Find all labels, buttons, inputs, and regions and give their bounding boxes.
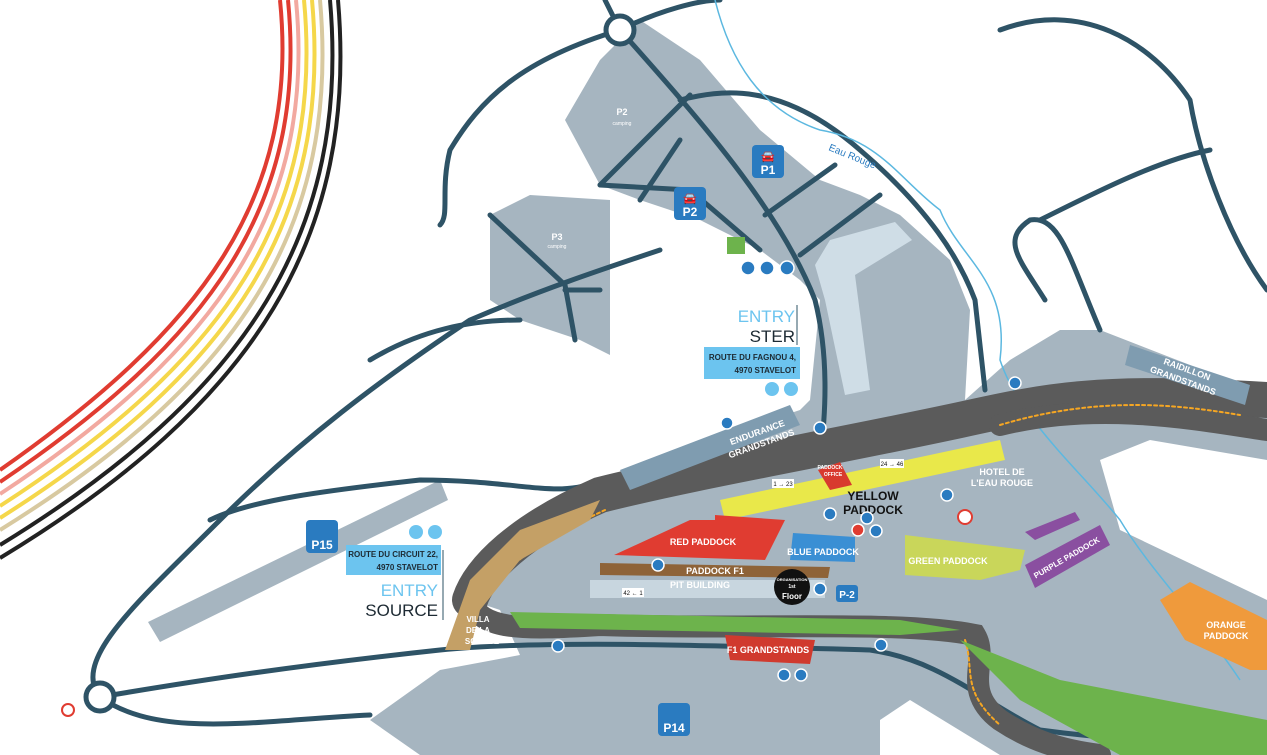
pit-building-area [590, 580, 825, 598]
svg-text:STER: STER [750, 327, 795, 346]
endurance-grandstands [620, 405, 800, 490]
svg-text:camping: camping [613, 121, 632, 127]
hotel-label-1: HOTEL DE [979, 467, 1024, 477]
organisation-label-3: Floor [782, 592, 802, 601]
red-paddock-label: RED PADDOCK [670, 537, 737, 547]
roads [90, 0, 1267, 748]
garages-42-1: 42 ← 1 [622, 588, 644, 597]
green-paddock-area [905, 535, 1025, 580]
svg-text:24 → 46: 24 → 46 [881, 462, 904, 468]
villa-label-3: SOURCE [465, 637, 500, 646]
svg-text:camping: camping [548, 244, 567, 250]
yellow-paddock-label-1: YELLOW [847, 489, 899, 503]
green-area [960, 640, 1267, 755]
blue-paddock-label: BLUE PADDOCK [787, 547, 859, 557]
fuel-station-icon [957, 509, 973, 525]
entry-source: ROUTE DU CIRCUIT 22, 4970 STAVELOT ENTRY… [346, 525, 444, 620]
parking-p14[interactable]: P14 [658, 703, 690, 736]
f1-grandstands-area [725, 635, 815, 664]
camping-p3[interactable]: P3 camping [548, 232, 567, 250]
roundabout-north [603, 13, 637, 47]
orange-paddock-area [1160, 582, 1267, 670]
svg-text:SOURCE: SOURCE [365, 601, 438, 620]
svg-text:ENTRY: ENTRY [738, 307, 795, 326]
parking-p2[interactable]: P2🚘 [674, 187, 706, 220]
green-paddock-label: GREEN PADDOCK [908, 556, 988, 566]
garages-1-23: 1 → 23 [772, 479, 794, 488]
svg-text:4970 STAVELOT: 4970 STAVELOT [735, 366, 797, 375]
fuel-logo-icon [61, 703, 75, 717]
eau-rouge-river [714, 0, 1241, 681]
entry-ster: ENTRY STER ROUTE DU FAGNOU 4, 4970 STAVE… [704, 305, 800, 396]
svg-text:4970 STAVELOT: 4970 STAVELOT [377, 563, 439, 572]
svg-text:1 → 23: 1 → 23 [773, 482, 793, 488]
green-strip [510, 612, 960, 635]
svg-text:🚘: 🚘 [761, 151, 775, 163]
parking-p1[interactable]: P1🚘 [752, 145, 784, 178]
garages-24-46: 24 → 46 [880, 459, 904, 468]
svg-text:🚘: 🚘 [683, 193, 697, 205]
svg-text:ENTRY: ENTRY [381, 581, 438, 600]
villa-label-1: VILLA [466, 615, 489, 624]
svg-text:P2: P2 [683, 205, 698, 219]
flag-stripes [0, 0, 343, 560]
svg-text:P3: P3 [551, 232, 562, 242]
organisation-label-2: 1st [788, 584, 796, 590]
paddock-f1-label: PADDOCK F1 [686, 566, 744, 576]
paddock-office-label-2: OFFICE [824, 472, 843, 478]
f1-grandstands-label: F1 GRANDSTANDS [727, 645, 809, 655]
parking-p15[interactable]: P15 [306, 520, 338, 553]
orange-paddock-label-2: PADDOCK [1204, 631, 1249, 641]
purple-extra [1025, 512, 1080, 540]
svg-text:P1: P1 [761, 163, 776, 177]
svg-text:P-2: P-2 [839, 590, 855, 601]
blue-paddock-area [790, 533, 855, 562]
organisation-marker [774, 569, 810, 605]
yellow-paddock-area [720, 440, 1005, 520]
purple-paddock-area [1025, 525, 1110, 588]
svg-text:P14: P14 [663, 721, 685, 735]
svg-text:P15: P15 [311, 538, 333, 552]
red-paddock-area [614, 515, 785, 560]
roundabout-southwest [83, 680, 117, 714]
first-aid-icon [851, 523, 865, 537]
hotel-label-2: L'EAU ROUGE [971, 478, 1033, 488]
facility-icons [551, 260, 1022, 682]
svg-text:P2: P2 [616, 107, 627, 117]
svg-text:ROUTE DU CIRCUIT 22,: ROUTE DU CIRCUIT 22, [348, 550, 438, 559]
villa-label-2: DE LA [466, 626, 490, 635]
yellow-paddock-label-2: PADDOCK [843, 503, 903, 517]
svg-text:ROUTE DU FAGNOU 4,: ROUTE DU FAGNOU 4, [709, 353, 796, 362]
raidillon-grandstands [1125, 345, 1250, 405]
parking-p-2[interactable]: P-2 [836, 585, 858, 602]
organisation-label-1: ORGANISATION [777, 577, 808, 582]
camping-p2[interactable]: P2 camping [613, 107, 632, 127]
run-off-area [445, 500, 600, 650]
orange-paddock-label-1: ORANGE [1206, 620, 1246, 630]
pit-building-label: PIT BUILDING [670, 580, 730, 590]
paddock-office-label-1: PADDOCK [818, 465, 843, 471]
assembly-point-icon [727, 237, 745, 254]
paddock-office-area [818, 462, 852, 490]
svg-text:42 ← 1: 42 ← 1 [623, 591, 643, 597]
